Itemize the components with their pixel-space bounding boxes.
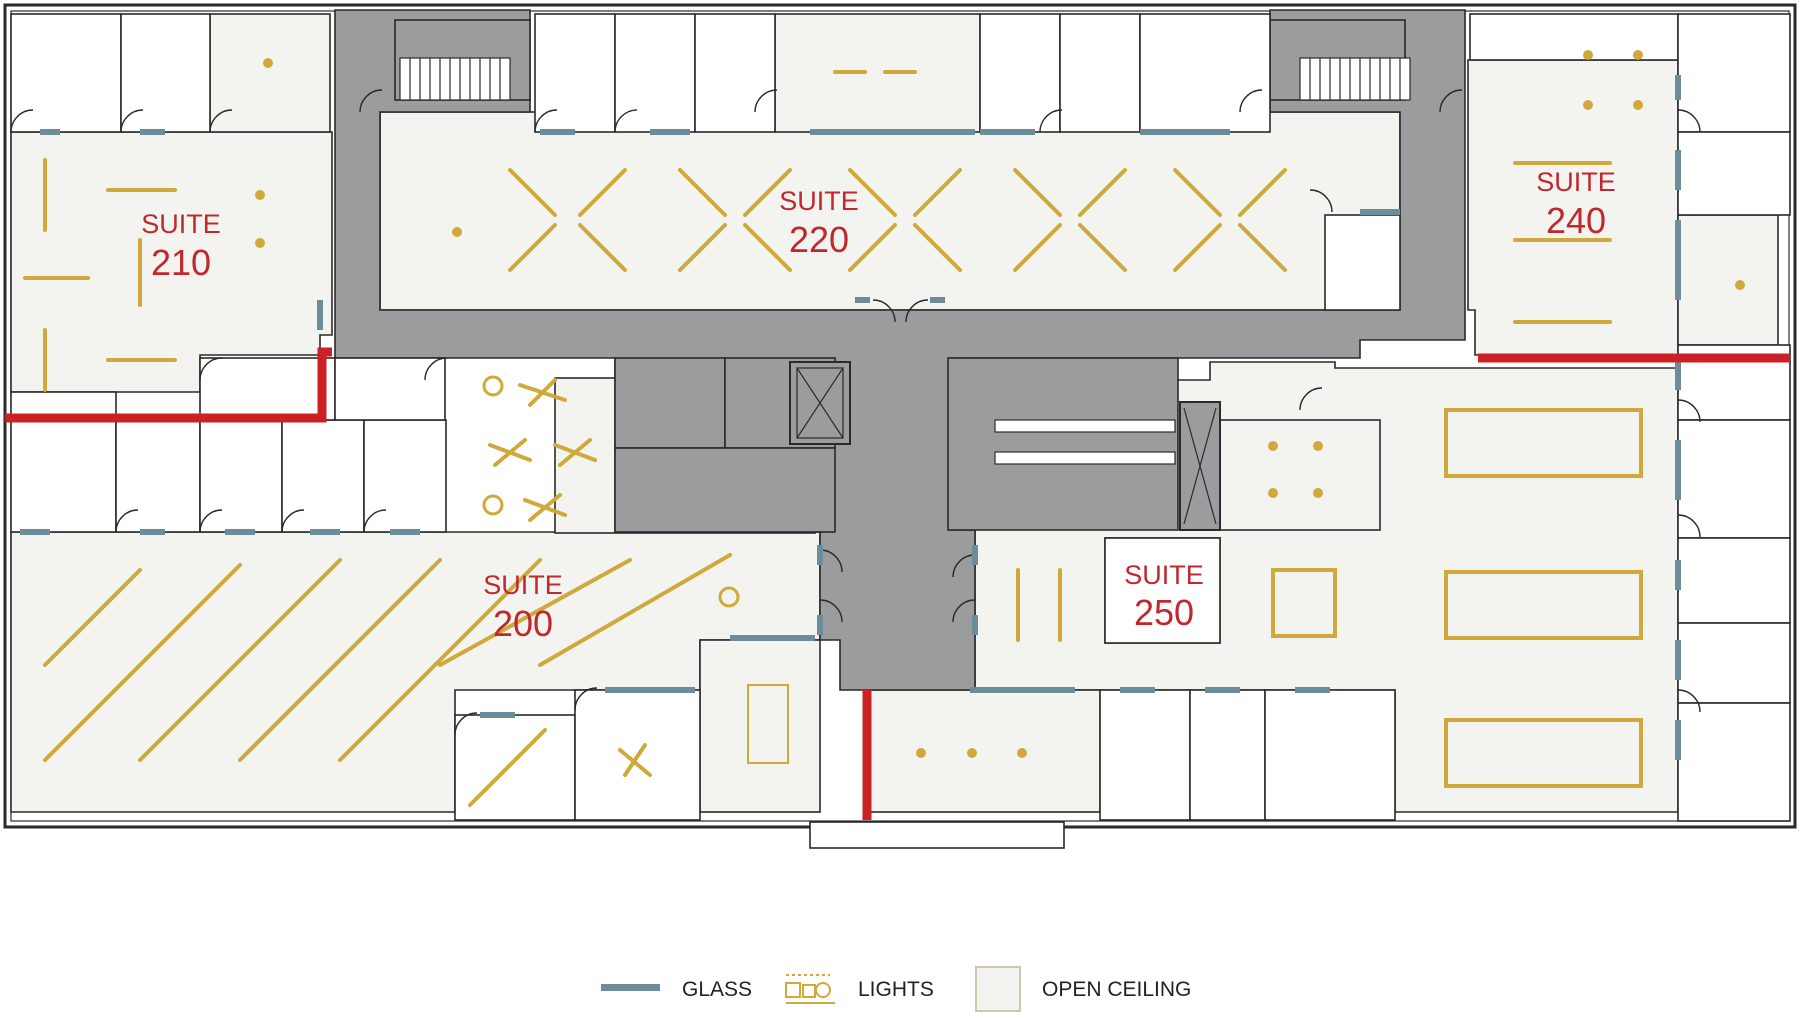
suite-220-name: SUITE xyxy=(779,186,859,216)
glass-walls xyxy=(20,75,1681,760)
door-swing-icon xyxy=(10,89,1701,736)
suite-200-number: 200 xyxy=(493,603,553,644)
elevator-icon xyxy=(789,361,1221,531)
demising-walls xyxy=(5,347,1790,820)
legend-glass-label: GLASS xyxy=(682,978,752,1001)
suite-200-name: SUITE xyxy=(483,570,563,600)
suite-220-number: 220 xyxy=(789,219,849,260)
suite-label-240: SUITE 240 xyxy=(1536,167,1616,241)
office-rooms xyxy=(10,13,1791,822)
suite-200-light-room xyxy=(699,639,821,813)
suite-label-210: SUITE 210 xyxy=(141,209,221,283)
legend-open-ceiling-label: OPEN CEILING xyxy=(1042,978,1191,1001)
suite-250-number: 250 xyxy=(1134,592,1194,633)
suite-210-name: SUITE xyxy=(141,209,221,239)
suite-250-light-room xyxy=(869,689,1101,813)
glass-swatch-icon xyxy=(601,984,660,991)
suite-250-name: SUITE xyxy=(1124,560,1204,590)
suite-label-200: SUITE 200 xyxy=(483,570,563,644)
suite-label-220: SUITE 220 xyxy=(779,186,859,260)
lights-swatch-icon xyxy=(785,974,835,1004)
bottom-bay xyxy=(809,821,1065,849)
legend: GLASS LIGHTS OPEN CEILING xyxy=(601,966,1191,1012)
suite-240-number: 240 xyxy=(1546,200,1606,241)
suite-250-room-a xyxy=(1209,419,1381,531)
lights xyxy=(23,50,1745,807)
legend-lights-label: LIGHTS xyxy=(858,978,934,1001)
suite-250-label-box xyxy=(1104,537,1221,644)
open-ceiling-swatch-icon xyxy=(975,966,1021,1012)
suite-240-right-room xyxy=(1677,214,1779,346)
suite-220-top-room xyxy=(774,13,981,133)
core-rooms xyxy=(614,357,1221,533)
suite-210-top-room xyxy=(209,13,331,133)
suite-210-number: 210 xyxy=(151,242,211,283)
suite-label-250: SUITE 250 xyxy=(1104,537,1221,644)
suite-240-name: SUITE xyxy=(1536,167,1616,197)
